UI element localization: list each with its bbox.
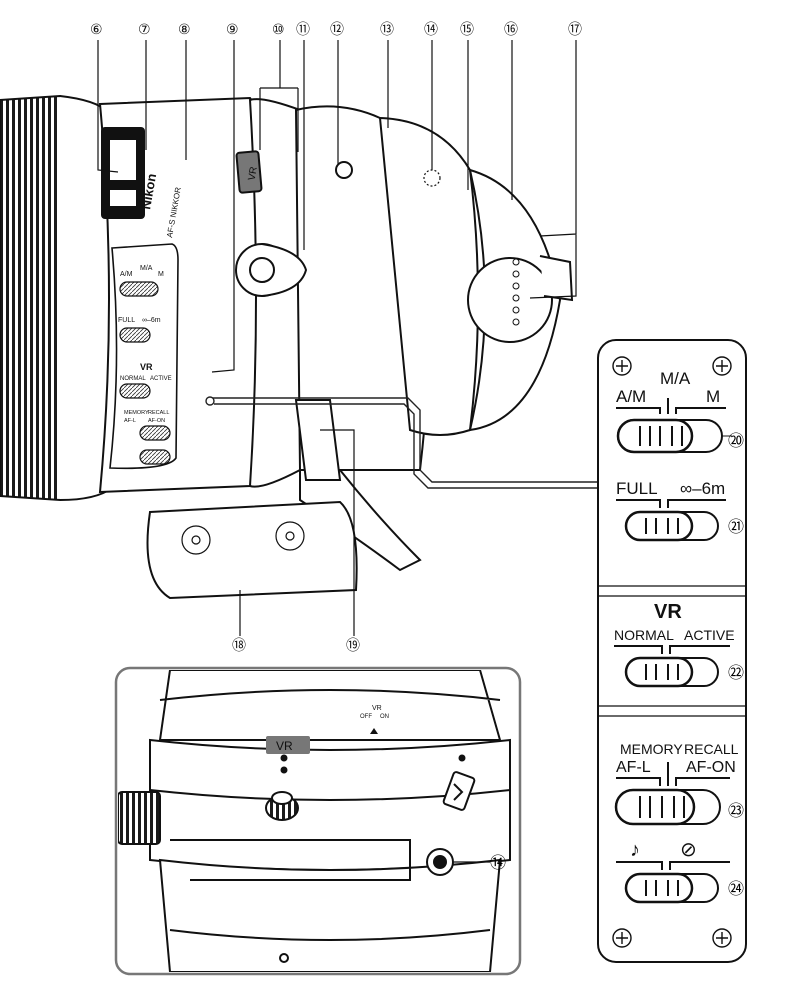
barrel-full: FULL: [118, 317, 135, 324]
callout-20: ⑳: [728, 431, 744, 450]
memory-left: AF-L: [616, 759, 651, 776]
lens-brand: Nikon: [138, 172, 159, 210]
callout-7: ⑦: [138, 22, 151, 38]
callout-9: ⑨: [226, 22, 239, 38]
barrel-mem: MEMORY: [124, 410, 149, 416]
barrel-recall: RECALL: [148, 410, 169, 416]
inset-set-screw: [265, 791, 299, 821]
panel-screws: [612, 356, 732, 948]
barrel-switch-panel: [109, 243, 179, 470]
collar-lock-knob[interactable]: [235, 243, 308, 297]
inset-vr-scale-title: VR: [372, 705, 382, 712]
memory-top-right: RECALL: [684, 741, 739, 757]
barrel-inf: ∞–6m: [142, 317, 161, 324]
focus-limit-switch-group: FULL ∞–6m: [616, 479, 726, 542]
inset-vr-off: OFF: [360, 714, 372, 720]
vr-left: NORMAL: [614, 627, 674, 643]
sound-switch[interactable]: [624, 872, 719, 904]
callout-16: ⑯: [504, 22, 518, 38]
barrel-afl: AF-L: [124, 418, 136, 424]
callout-10: ⑩: [272, 22, 285, 38]
barrel-vr-right: ACTIVE: [150, 376, 172, 382]
sound-right: ⊘: [680, 837, 697, 861]
callout-13: ⑬: [380, 22, 394, 38]
foot-screw-holes: [181, 521, 305, 555]
vr-right: ACTIVE: [684, 627, 735, 643]
barrel-vr-left: NORMAL: [120, 376, 146, 382]
leader-lines: [97, 40, 577, 636]
memory-switch[interactable]: [614, 788, 721, 826]
vr-title: VR: [654, 601, 682, 623]
focus-limit-left: FULL: [616, 479, 658, 498]
memory-switch-group: MEMORY RECALL AF-L AF-ON: [614, 741, 739, 826]
set-screw: [335, 161, 353, 179]
focus-mode-right: M: [706, 387, 720, 406]
callout-23: ㉓: [728, 801, 744, 820]
vr-badge-main-text: VR: [247, 166, 260, 182]
focus-mode-switch[interactable]: [616, 418, 723, 454]
callout-19: ⑲: [346, 638, 360, 654]
barrel-afon: AF-ON: [148, 418, 165, 424]
switch-panel: A/M M/A M ⑳ FULL ∞–6m ㉑ VR: [597, 339, 747, 963]
vr-badge-main: [235, 150, 263, 194]
callout-11: ⑪: [296, 22, 310, 38]
callout-22: ㉒: [728, 663, 744, 682]
inset-detail: VR VR OFF ON ⑭: [114, 666, 522, 976]
callout-12: ⑫: [330, 22, 344, 38]
foot-opening: [294, 399, 342, 481]
barrel-vr-title: VR: [140, 362, 153, 372]
cpu-contacts: [512, 258, 520, 326]
barrel-af-right: M: [158, 271, 164, 278]
focus-mode-switch-group: A/M M/A M: [616, 369, 726, 454]
focus-limit-switch[interactable]: [624, 510, 719, 542]
lens-body: Nikon AF-S NIKKOR A/M M/A M FULL ∞–6m VR…: [0, 94, 574, 600]
focus-mode-middle: M/A: [660, 369, 691, 388]
callout-14-inset: ⑭: [490, 853, 506, 872]
callout-18: ⑱: [232, 638, 246, 654]
sound-switch-group: ♪ ⊘: [616, 837, 730, 904]
barrel-af-left: A/M: [120, 271, 133, 278]
sound-left: ♪: [630, 839, 640, 861]
callout-14: ⑭: [424, 22, 438, 38]
focus-mode-left: A/M: [616, 387, 646, 406]
focus-limit-right: ∞–6m: [680, 479, 725, 498]
callout-21: ㉑: [728, 517, 744, 536]
inset-vr-on: ON: [380, 714, 389, 720]
callout-8: ⑧: [178, 22, 191, 38]
memory-right: AF-ON: [686, 759, 736, 776]
callout-15: ⑮: [460, 22, 474, 38]
foot-plate: [146, 500, 358, 600]
barrel-af-mid: M/A: [140, 265, 153, 272]
panel-connector: [210, 397, 598, 483]
vr-mode-switch[interactable]: [624, 656, 719, 688]
callout-17: ⑰: [568, 22, 582, 38]
memory-top-left: MEMORY: [620, 741, 683, 757]
inset-side-knob: [118, 791, 161, 845]
vr-mode-switch-group: VR NORMAL ACTIVE: [614, 601, 735, 688]
top-callouts: ⑥ ⑦ ⑧ ⑨ ⑩ ⑪ ⑫ ⑬ ⑭ ⑮ ⑯ ⑰ ⑱ ⑲: [90, 22, 582, 654]
barrel-switches: [119, 281, 171, 465]
callout-6: ⑥: [90, 22, 103, 38]
inset-vr-badge: VR: [276, 739, 293, 753]
callout-24: ㉔: [728, 879, 744, 898]
